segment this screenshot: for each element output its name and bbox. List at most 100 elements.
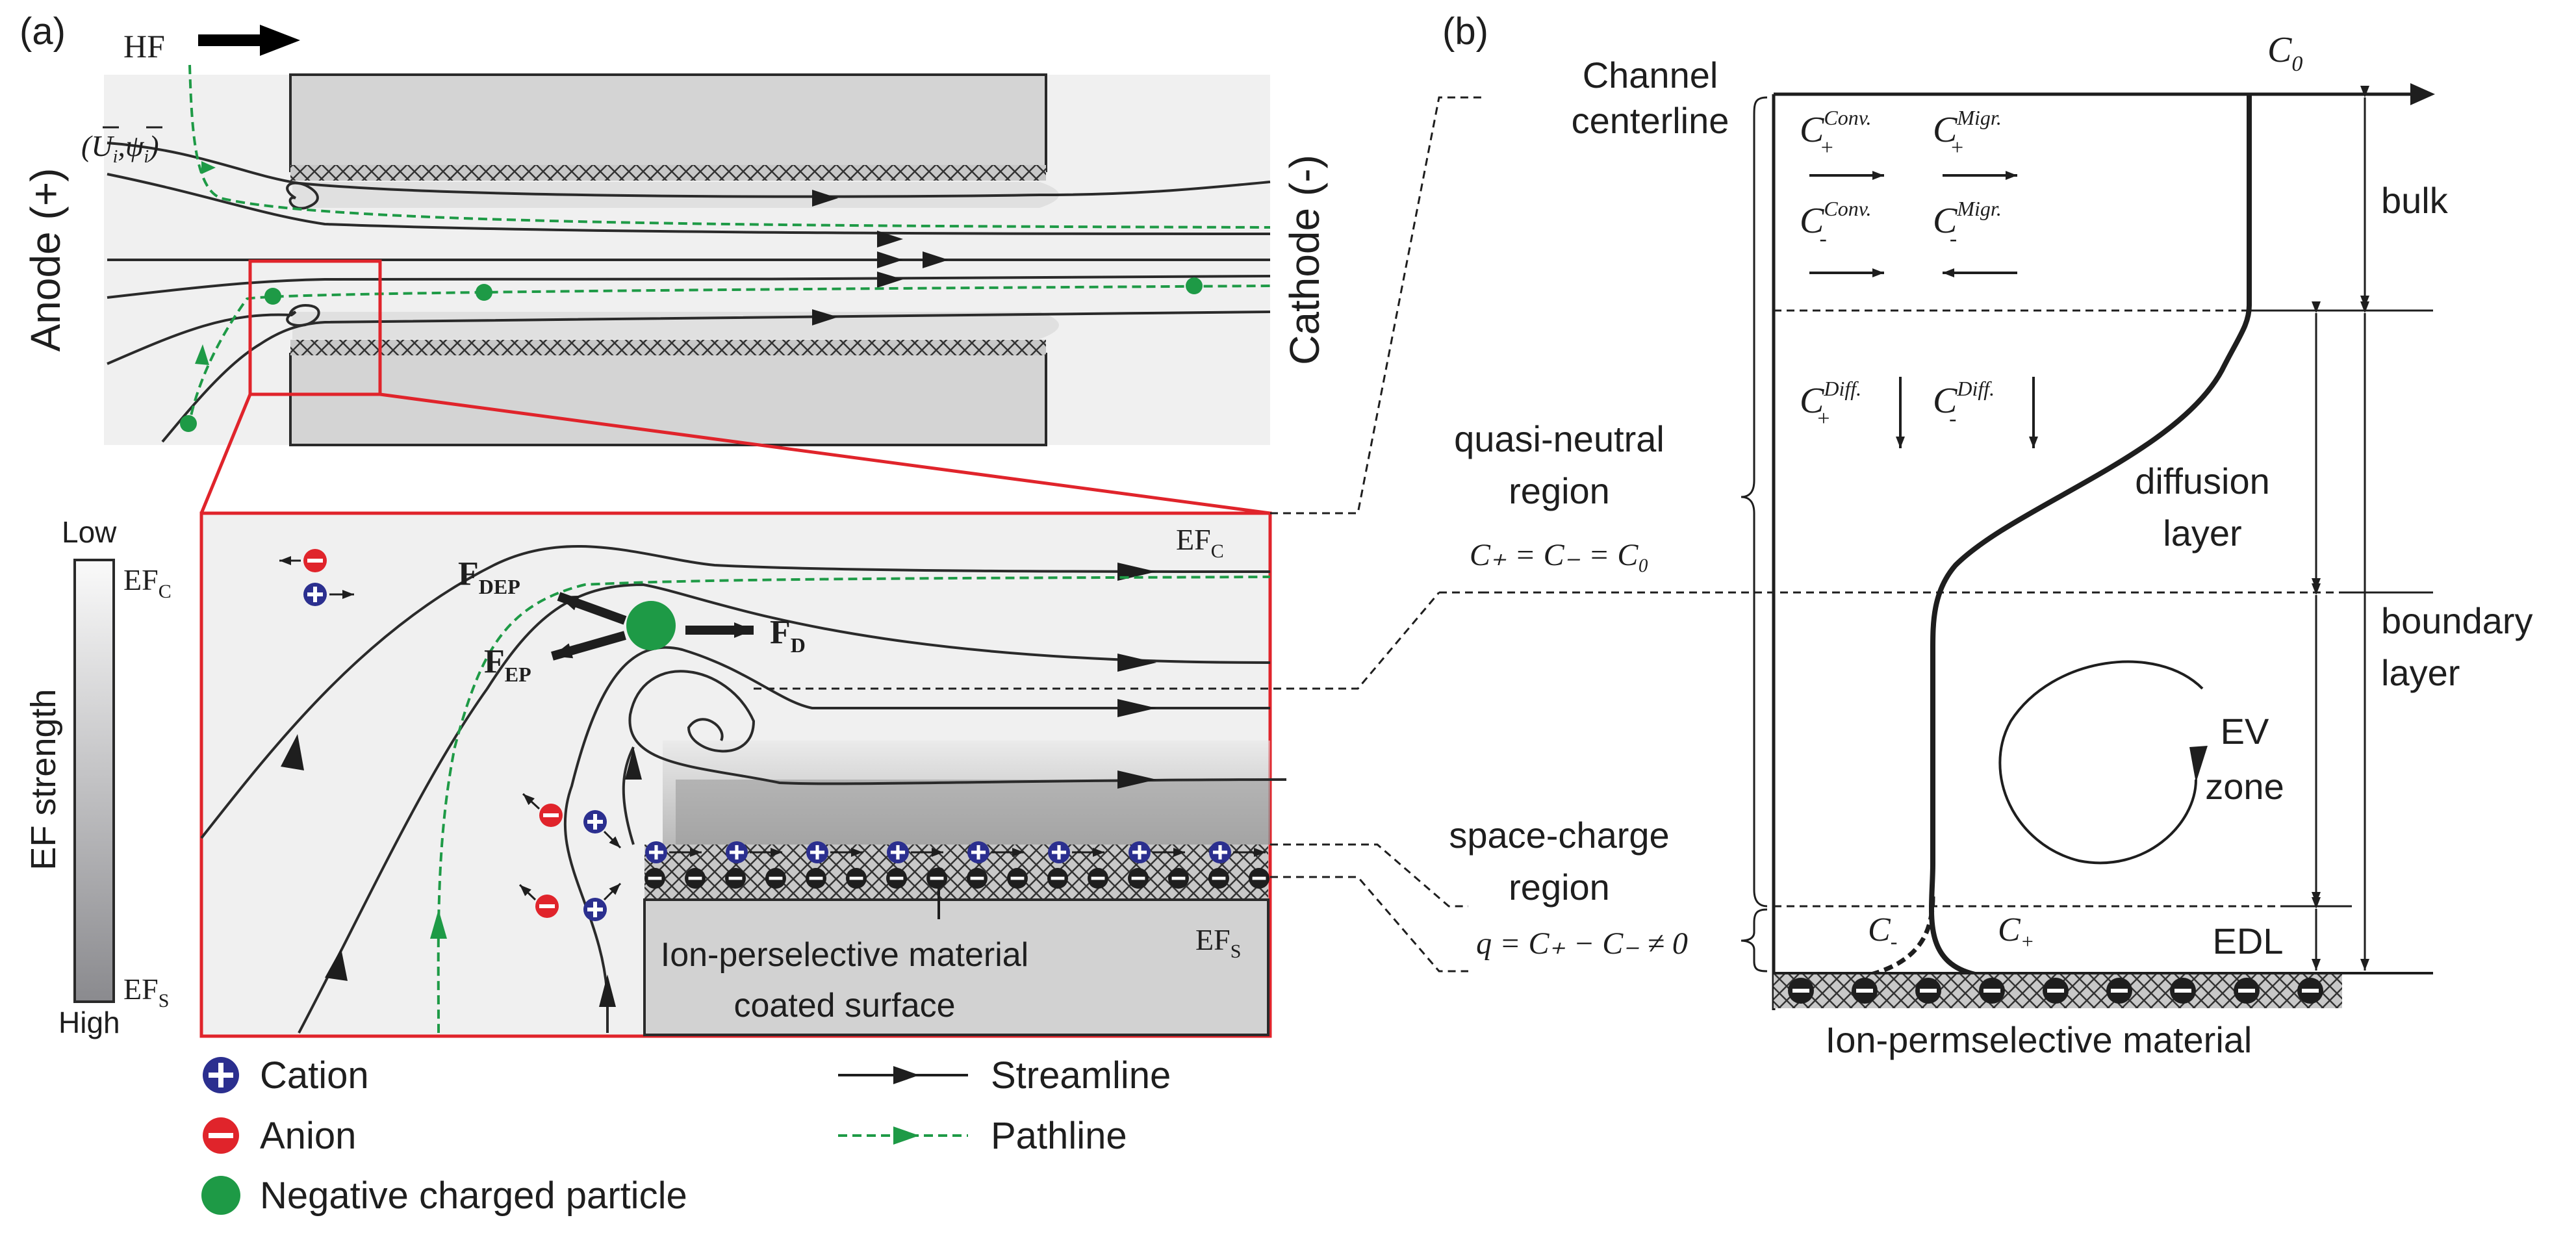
legend-pathline: Pathline xyxy=(991,1115,1127,1157)
connector-lines xyxy=(754,96,1481,972)
diffusion-line1: diffusion xyxy=(2135,461,2270,502)
membrane-layer xyxy=(644,845,1268,900)
ep-force-arrow xyxy=(551,631,626,661)
hf-arrow-icon xyxy=(260,25,300,56)
cation-icon xyxy=(1209,841,1231,863)
dimension-arrows xyxy=(2312,86,2369,971)
zone-dividers xyxy=(1439,309,2339,908)
anion-icon xyxy=(1979,978,2005,1004)
anion-icon xyxy=(2170,978,2196,1004)
bottom-membrane xyxy=(290,340,1046,355)
anion-icon xyxy=(1168,868,1189,889)
anion-icon xyxy=(1788,978,1814,1004)
cation-icon xyxy=(1129,841,1151,863)
ev-line2: zone xyxy=(2205,766,2284,807)
cation-icon xyxy=(887,841,909,863)
top-pathlines xyxy=(187,64,1271,429)
c-plus-diff-label: CDiff.+ xyxy=(1800,377,1861,431)
vortex-arrow-icon xyxy=(2189,746,2208,783)
f-ep-label: FEP xyxy=(484,643,531,686)
ef-strength-scale xyxy=(73,559,115,1003)
space-charge-equation: q = C₊ − C₋ ≠ 0 xyxy=(1476,926,1688,961)
c-minus-diff-label: CDiff.- xyxy=(1933,377,1995,431)
anion-icon xyxy=(1249,868,1269,889)
anion-icon xyxy=(303,549,327,572)
anion-icon xyxy=(1088,868,1108,889)
cation-icon xyxy=(1048,841,1070,863)
cation-icon xyxy=(806,841,828,863)
efs-label: EFS xyxy=(1195,923,1241,962)
scale-efc-label: EFC xyxy=(123,563,172,602)
space-charge-line1: space-charge xyxy=(1449,815,1669,856)
cation-icon xyxy=(645,841,667,863)
particle-icon xyxy=(201,1176,240,1215)
cation-icon xyxy=(726,841,748,863)
material-label-b: Ion-permselective material xyxy=(1826,1019,2252,1060)
vortex-loop xyxy=(1998,660,2204,865)
legend-particle: Negative charged particle xyxy=(260,1175,687,1217)
anion-icon xyxy=(886,868,907,889)
anion-icon xyxy=(535,895,559,918)
anion-icon xyxy=(926,868,947,889)
depletion-core xyxy=(676,780,1270,845)
c-minus-migr-label: CMigr.- xyxy=(1933,197,2002,251)
anion-icon xyxy=(1007,868,1028,889)
cation-icon xyxy=(583,898,607,921)
f-dep-label: FDEP xyxy=(458,555,520,598)
c0-label: C0 xyxy=(2267,30,2302,76)
c-plus-conv-label: CConv.+ xyxy=(1800,106,1872,160)
efc-label: EFC xyxy=(1176,523,1224,562)
anion-icon xyxy=(539,804,563,827)
anion-icon xyxy=(846,868,867,889)
anion-icon xyxy=(203,1117,239,1154)
scale-low-label: Low xyxy=(62,515,117,549)
pathline-arrow-icon xyxy=(201,161,216,174)
membrane-ions xyxy=(1788,978,2323,1004)
anion-icon xyxy=(1852,978,1878,1004)
top-flow-arrows xyxy=(812,190,949,325)
c-minus-profile xyxy=(1870,896,1935,977)
zoom-connector xyxy=(199,392,1271,515)
centerline-line1: Channel xyxy=(1583,55,1718,95)
zoom-box xyxy=(248,259,382,396)
particle-dot xyxy=(180,415,197,432)
zoom-streamlines xyxy=(200,544,1287,1034)
anion-icon xyxy=(806,868,826,889)
pathline-arrow-icon xyxy=(430,909,447,939)
anion-icon xyxy=(2106,978,2132,1004)
material-label-line2: coated surface xyxy=(733,987,955,1024)
quasi-neutral-equation: C₊ = C₋ = C₀ xyxy=(1470,538,1649,572)
boundary-line2: layer xyxy=(2381,652,2460,693)
anion-icon xyxy=(1128,868,1149,889)
pathline-arrow-icon xyxy=(195,344,209,365)
cathode-label: Cathode (-) xyxy=(1281,155,1328,365)
panel-a-zoom: FDEP FEP FD EFC EFS Ion-perselective mat… xyxy=(24,511,1287,1039)
streamline-arrow-icon xyxy=(893,1066,919,1084)
legend-streamline: Streamline xyxy=(991,1054,1171,1097)
particle-icon xyxy=(626,601,676,650)
quasi-neutral-line1: quasi-neutral xyxy=(1454,418,1664,459)
diffusion-line2: layer xyxy=(2163,513,2241,553)
panel-b: (b) C0 Channel centerline quasi-neutral xyxy=(754,10,2533,1060)
anion-icon xyxy=(765,868,786,889)
top-membrane xyxy=(290,165,1046,181)
top-electrode xyxy=(289,73,1047,172)
anion-icon xyxy=(2234,978,2260,1004)
particle-dot xyxy=(1186,277,1203,294)
anion-icon xyxy=(1208,868,1229,889)
anion-icon xyxy=(1047,868,1068,889)
panel-a-top: (a) HF xyxy=(19,10,1328,515)
zoom-pathline xyxy=(437,576,1271,1034)
anion-icon xyxy=(725,868,746,889)
panel-b-label: (b) xyxy=(1442,10,1488,53)
anion-icon xyxy=(644,868,665,889)
dep-force-arrow xyxy=(557,592,627,625)
anion-icon xyxy=(685,868,706,889)
quasi-neutral-line2: region xyxy=(1509,470,1610,511)
scale-high-label: High xyxy=(58,1006,120,1039)
space-charge-line2: region xyxy=(1509,867,1610,908)
f-d-label: FD xyxy=(770,614,806,657)
panel-a-label: (a) xyxy=(19,10,66,53)
legend-cation: Cation xyxy=(260,1054,369,1097)
